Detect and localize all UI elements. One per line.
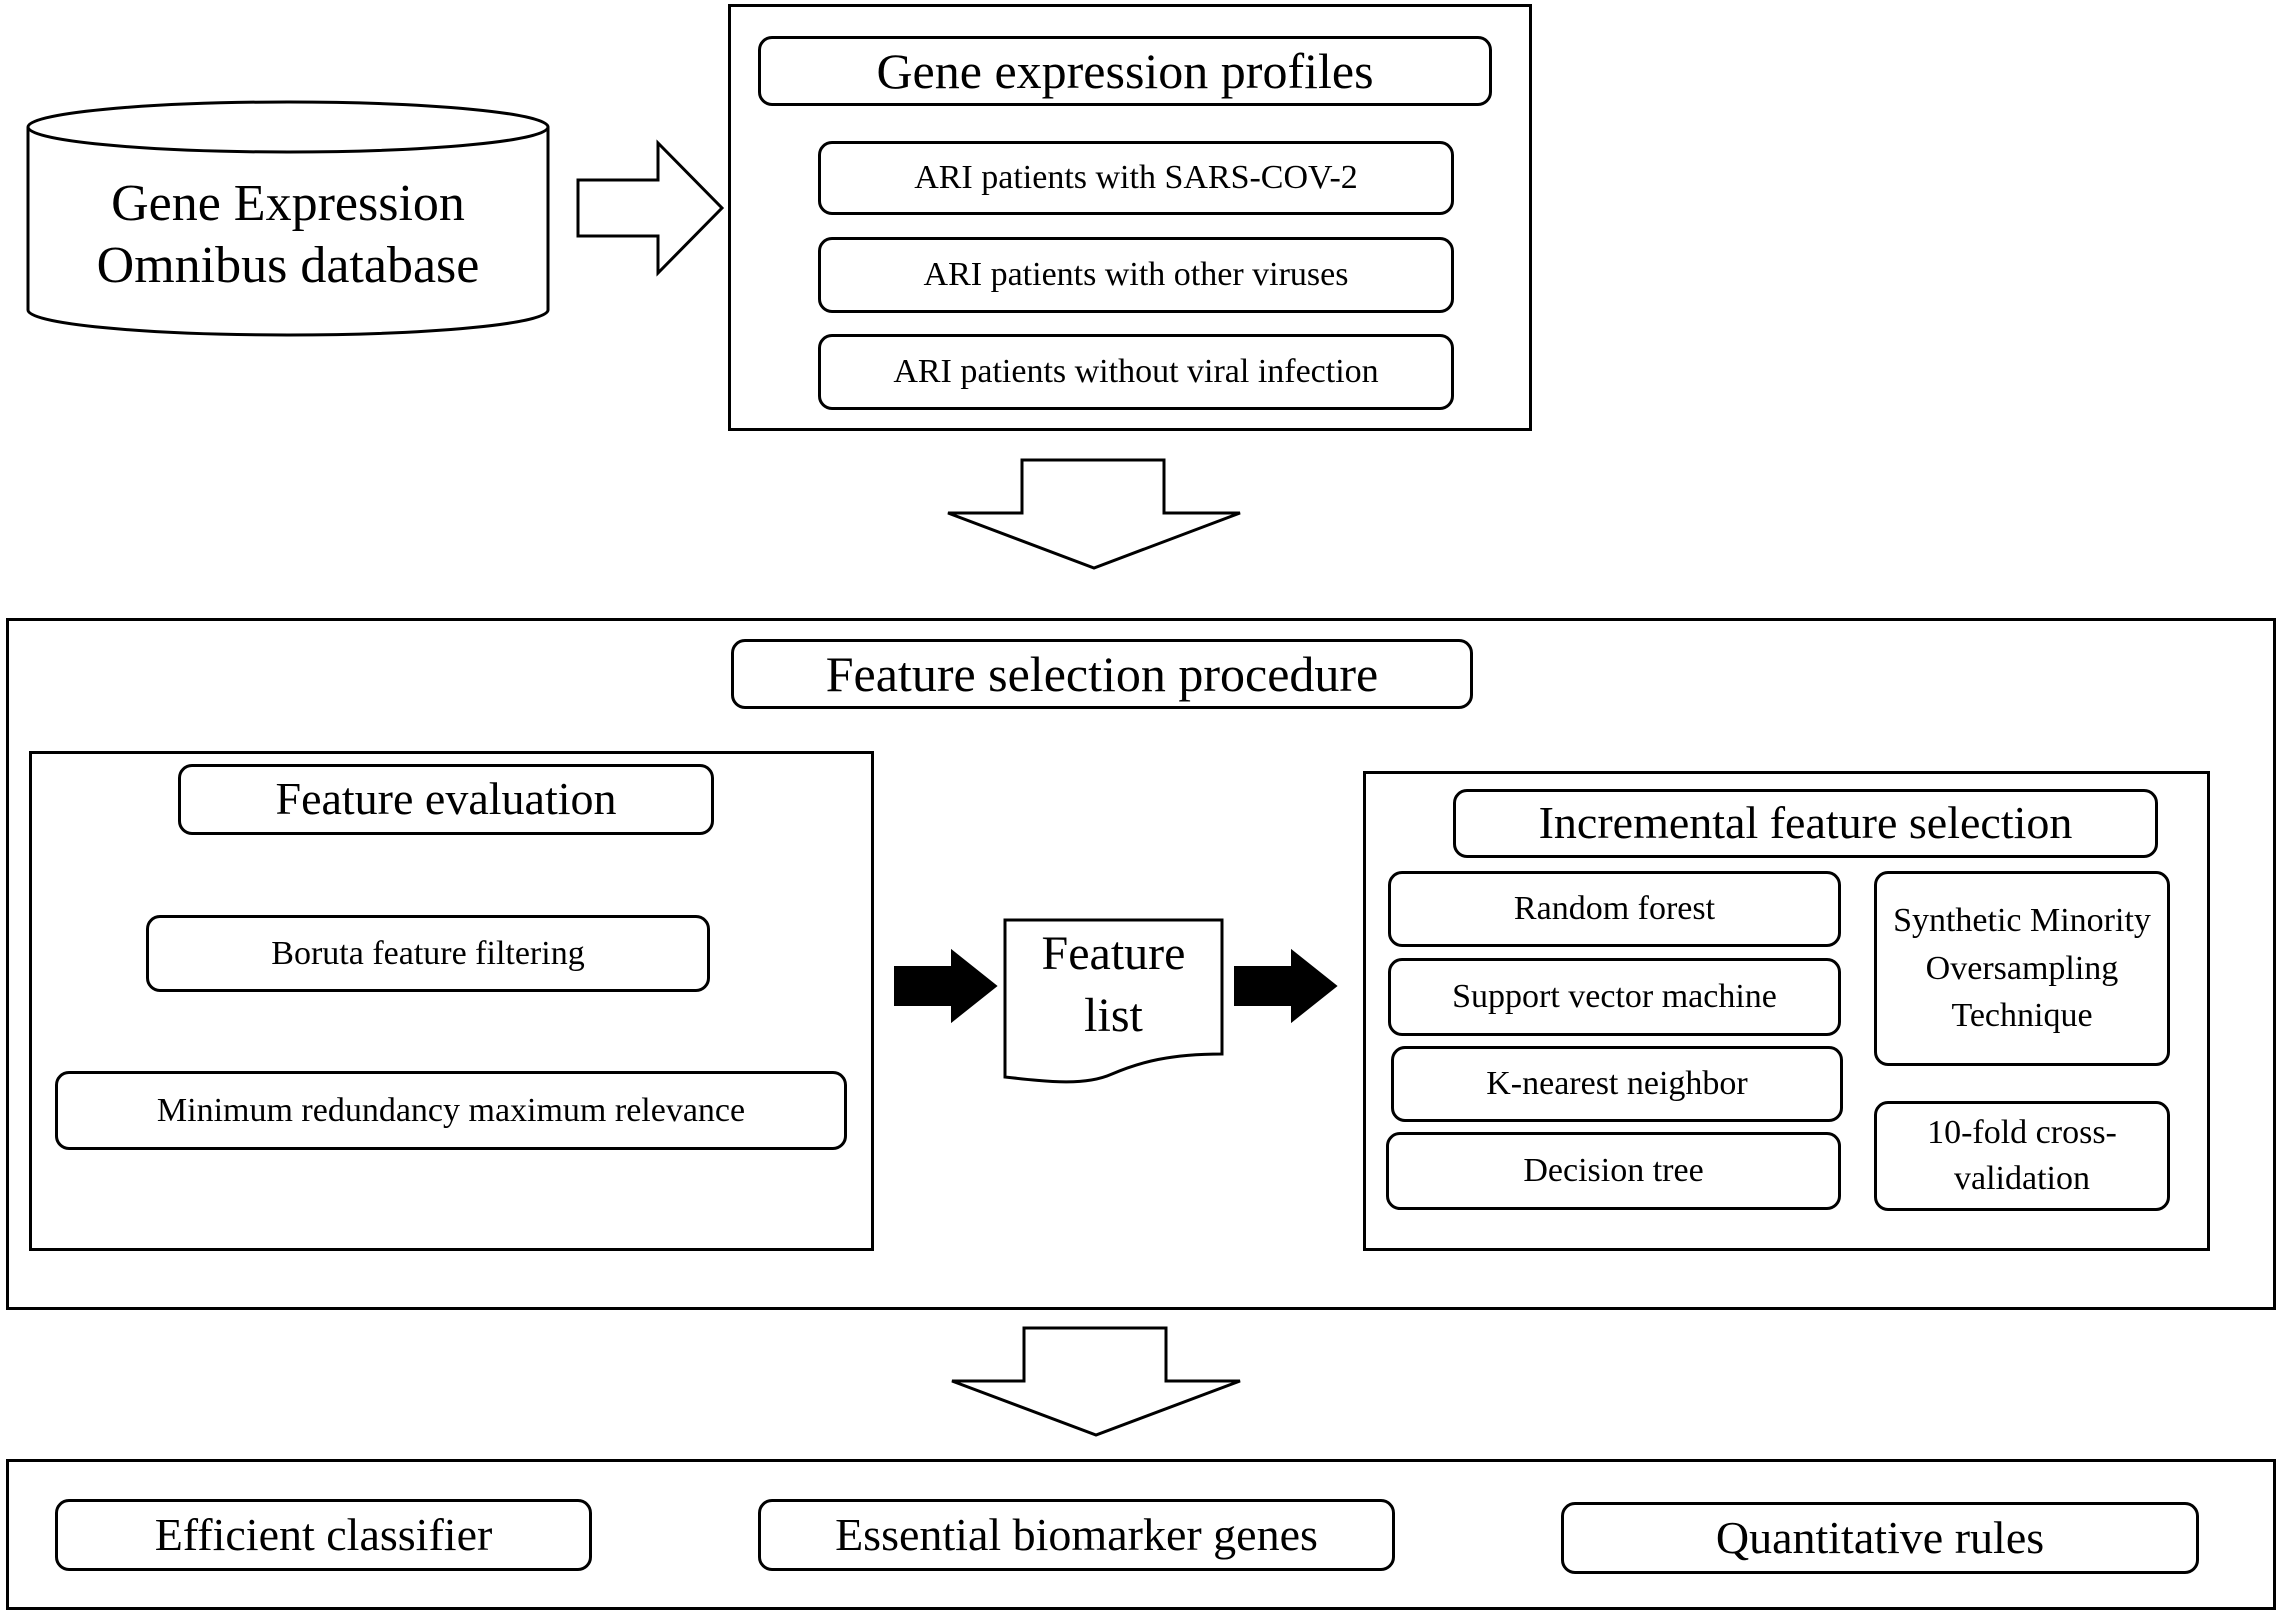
database-label-line2: Omnibus database: [96, 237, 480, 294]
feature-list-document: [1003, 918, 1224, 1084]
ifs-title: Incremental feature selection: [1453, 789, 2158, 858]
database-label-line1: Gene Expression: [111, 174, 465, 232]
arrow-right-hollow: [576, 139, 725, 277]
profile-item-sars-cov-2: ARI patients with SARS-COV-2: [818, 141, 1454, 215]
smote-box: Synthetic Minority Oversampling Techniqu…: [1874, 871, 2170, 1066]
database-label: Gene Expression Omnibus database: [40, 160, 536, 310]
profiles-title: Gene expression profiles: [758, 36, 1492, 106]
arrow-right-solid-2: [1234, 948, 1338, 1024]
evaluation-title: Feature evaluation: [178, 764, 714, 835]
output-efficient-classifier: Efficient classifier: [55, 1499, 592, 1571]
arrow-down-hollow-1: [947, 458, 1241, 570]
ifs-panel: [1363, 771, 2210, 1251]
feature-list-line2: list: [1084, 989, 1143, 1042]
profiles-panel: [728, 4, 1532, 431]
classifier-knn: K-nearest neighbor: [1391, 1046, 1843, 1122]
outputs-panel: [6, 1459, 2276, 1610]
feature-list-label: Feature list: [1005, 920, 1222, 1050]
output-quantitative-rules: Quantitative rules: [1561, 1502, 2199, 1574]
method-boruta: Boruta feature filtering: [146, 915, 710, 992]
procedure-panel: [6, 618, 2276, 1310]
profile-item-no-viral: ARI patients without viral infection: [818, 334, 1454, 410]
classifier-random-forest: Random forest: [1388, 871, 1841, 947]
arrow-down-hollow-2: [951, 1326, 1241, 1437]
procedure-title: Feature selection procedure: [731, 639, 1473, 709]
cross-validation-box: 10-fold cross-validation: [1874, 1101, 2170, 1211]
evaluation-panel: [29, 751, 874, 1251]
arrow-right-solid-1: [894, 948, 998, 1024]
output-biomarker-genes: Essential biomarker genes: [758, 1499, 1395, 1571]
classifier-decision-tree: Decision tree: [1386, 1132, 1841, 1210]
classifier-svm: Support vector machine: [1388, 958, 1841, 1036]
database-cylinder: [26, 100, 550, 337]
profile-item-other-viruses: ARI patients with other viruses: [818, 237, 1454, 313]
method-mrmr: Minimum redundancy maximum relevance: [55, 1071, 847, 1150]
feature-list-line1: Feature: [1041, 926, 1186, 980]
